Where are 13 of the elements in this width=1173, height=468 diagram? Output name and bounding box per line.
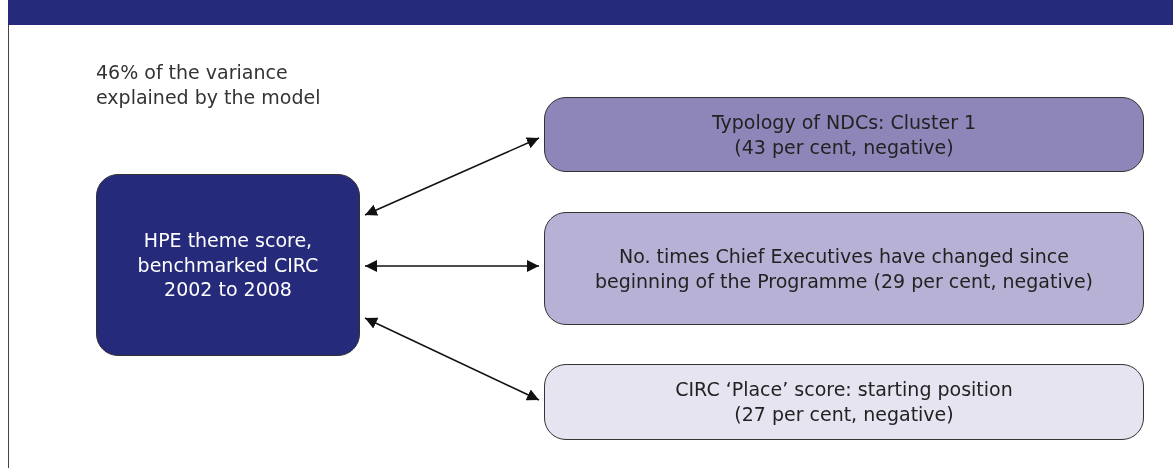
box-text: No. times Chief Executives have changed since beginning of the Programme (29 per cent, negative) [594, 243, 1094, 294]
box-text: CIRC ‘Place’ score: starting position (27 per cent, negative) [674, 377, 1014, 427]
note-text: 46% of the variance explained by the model [96, 60, 322, 110]
box-text: HPE theme score, benchmarked CIRC 2002 to 2008 [136, 227, 320, 303]
title-banner [8, 0, 1173, 25]
outcome-box [96, 174, 360, 356]
double-arrow [364, 137, 540, 216]
box-text: Typology of NDCs: Cluster 1 (43 per cent, negative) [710, 109, 978, 160]
double-arrow [364, 260, 540, 272]
double-arrow [364, 317, 540, 401]
factor-box [544, 212, 1144, 325]
factor-box [544, 97, 1144, 172]
factor-box [544, 364, 1144, 440]
